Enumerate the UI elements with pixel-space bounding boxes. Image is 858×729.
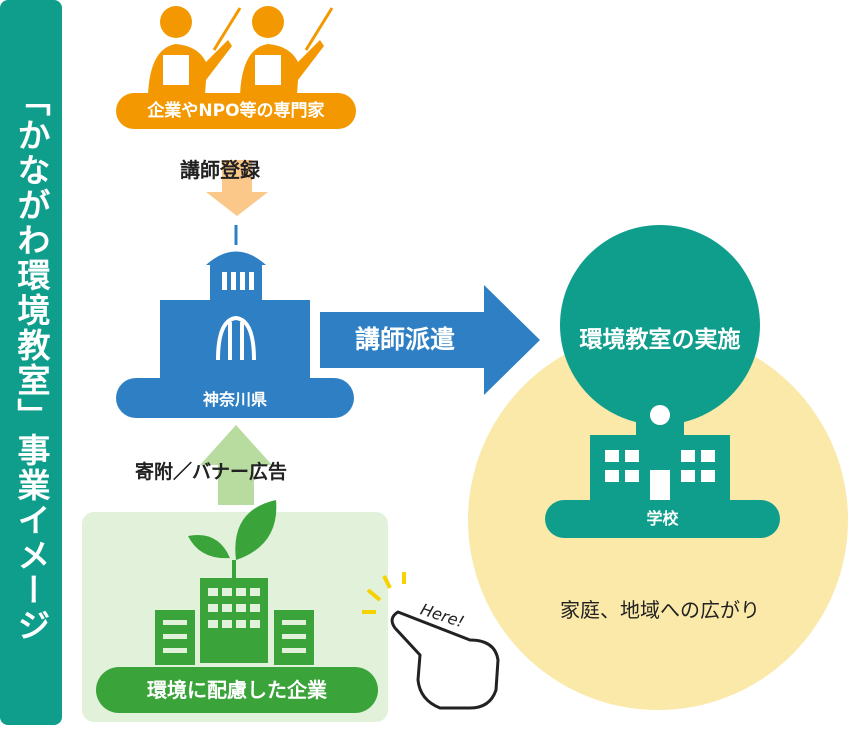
companies-pill — [96, 667, 378, 713]
dispatch-arrow — [320, 285, 540, 395]
side-title: 「かながわ環境教室」事業イメージ — [12, 82, 51, 643]
companies-label: 環境に配慮した企業 — [147, 678, 327, 702]
donation-label: 寄附／バナー広告 — [135, 461, 288, 483]
experts-label: 企業やNPO等の専門家 — [147, 101, 325, 121]
clock-icon — [650, 405, 670, 425]
leaf-icon — [188, 500, 277, 580]
dispatch-label: 講師派遣 — [354, 325, 455, 354]
pointing-hand-icon — [390, 610, 500, 710]
spread-label: 家庭、地域への広がり — [560, 598, 760, 622]
register-label: 講師登録 — [180, 158, 260, 182]
prefecture-windows — [222, 272, 254, 290]
expert-person-icon — [148, 6, 242, 95]
expert-person-icon — [240, 6, 334, 95]
prefecture-emblem-icon — [216, 315, 256, 361]
school-windows — [605, 450, 715, 500]
side-title-bar — [0, 0, 62, 725]
school-label: 学校 — [646, 509, 679, 528]
donation-arrow — [200, 425, 272, 505]
prefecture-label: 神奈川県 — [202, 390, 267, 409]
school-circle — [560, 225, 760, 425]
company-windows — [163, 588, 306, 653]
experts-pill — [116, 93, 356, 129]
school-circle-title: 環境教室の実施 — [579, 327, 741, 353]
register-arrow — [206, 160, 268, 216]
prefecture-building-icon — [116, 225, 354, 418]
highlight-marks-icon — [362, 572, 406, 614]
